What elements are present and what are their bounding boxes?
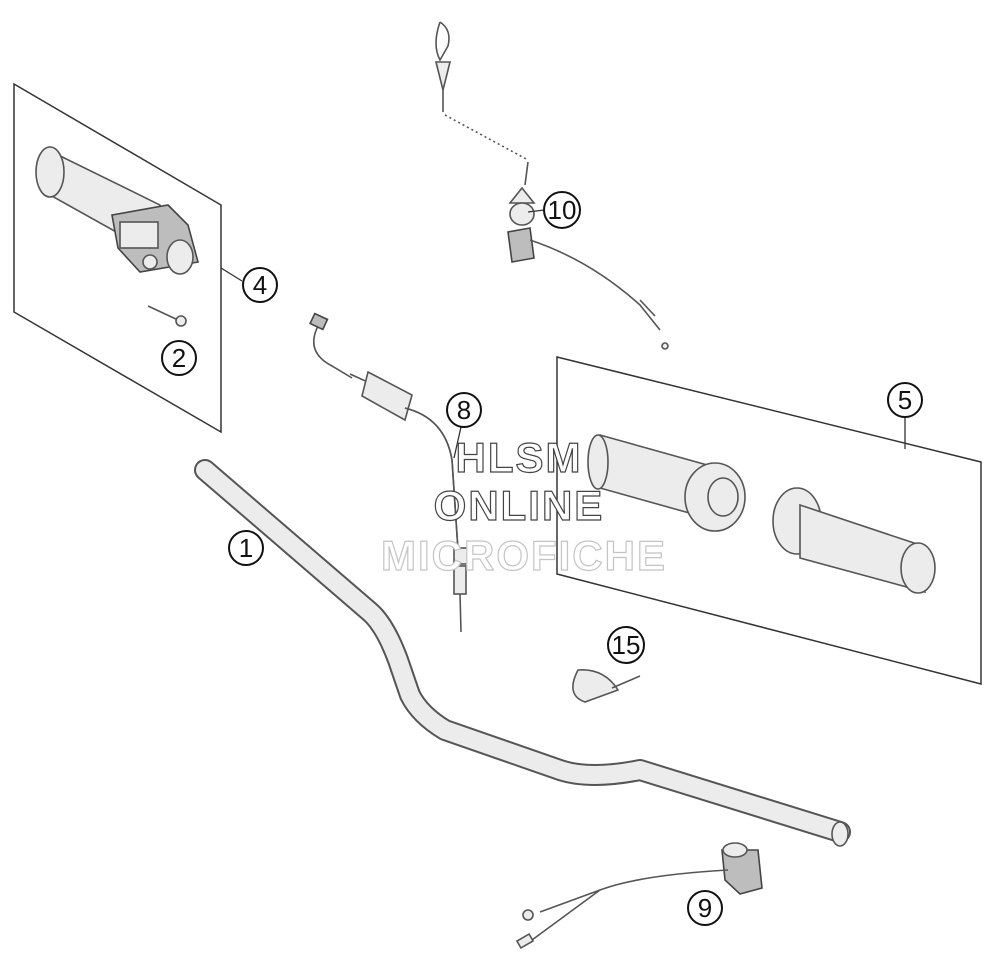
watermark-line-3: MICROFICHE: [381, 532, 667, 579]
left-throttle-grip[interactable]: [35, 146, 200, 275]
callout-10[interactable]: 10: [543, 191, 581, 229]
svg-text:8: 8: [457, 395, 471, 425]
throttle-cable-part-8[interactable]: [309, 312, 469, 633]
panel-left-grip: [13, 82, 222, 434]
screw-part-2[interactable]: [147, 305, 187, 327]
switch-part-9[interactable]: [515, 842, 763, 950]
cable-tie-part-15[interactable]: [572, 669, 641, 703]
svg-text:15: 15: [612, 630, 641, 660]
grip-left-part-5[interactable]: [587, 434, 746, 532]
svg-text:9: 9: [698, 893, 712, 923]
svg-text:5: 5: [898, 385, 912, 415]
callout-4[interactable]: 4: [242, 267, 278, 303]
callout-1[interactable]: 1: [228, 530, 264, 566]
svg-text:10: 10: [548, 195, 577, 225]
watermark-line-2: ONLINE: [434, 482, 605, 529]
callout-9[interactable]: 9: [687, 890, 723, 926]
svg-text:4: 4: [253, 270, 267, 300]
grip-right-part-5[interactable]: [772, 487, 936, 594]
svg-text:2: 2: [172, 343, 186, 373]
panel-right-grips: [556, 356, 982, 685]
leader-8: [453, 426, 462, 459]
callout-8[interactable]: 8: [446, 392, 482, 428]
leader-10: [527, 209, 545, 213]
leader-4: [220, 267, 243, 282]
tether-switch-part-10[interactable]: [434, 21, 669, 350]
watermark-line-1: HLSM: [456, 434, 583, 481]
handlebar-end: [831, 821, 849, 847]
callout-5[interactable]: 5: [887, 382, 923, 418]
callout-15[interactable]: 15: [607, 626, 645, 664]
callout-2[interactable]: 2: [161, 340, 197, 376]
svg-text:1: 1: [239, 533, 253, 563]
